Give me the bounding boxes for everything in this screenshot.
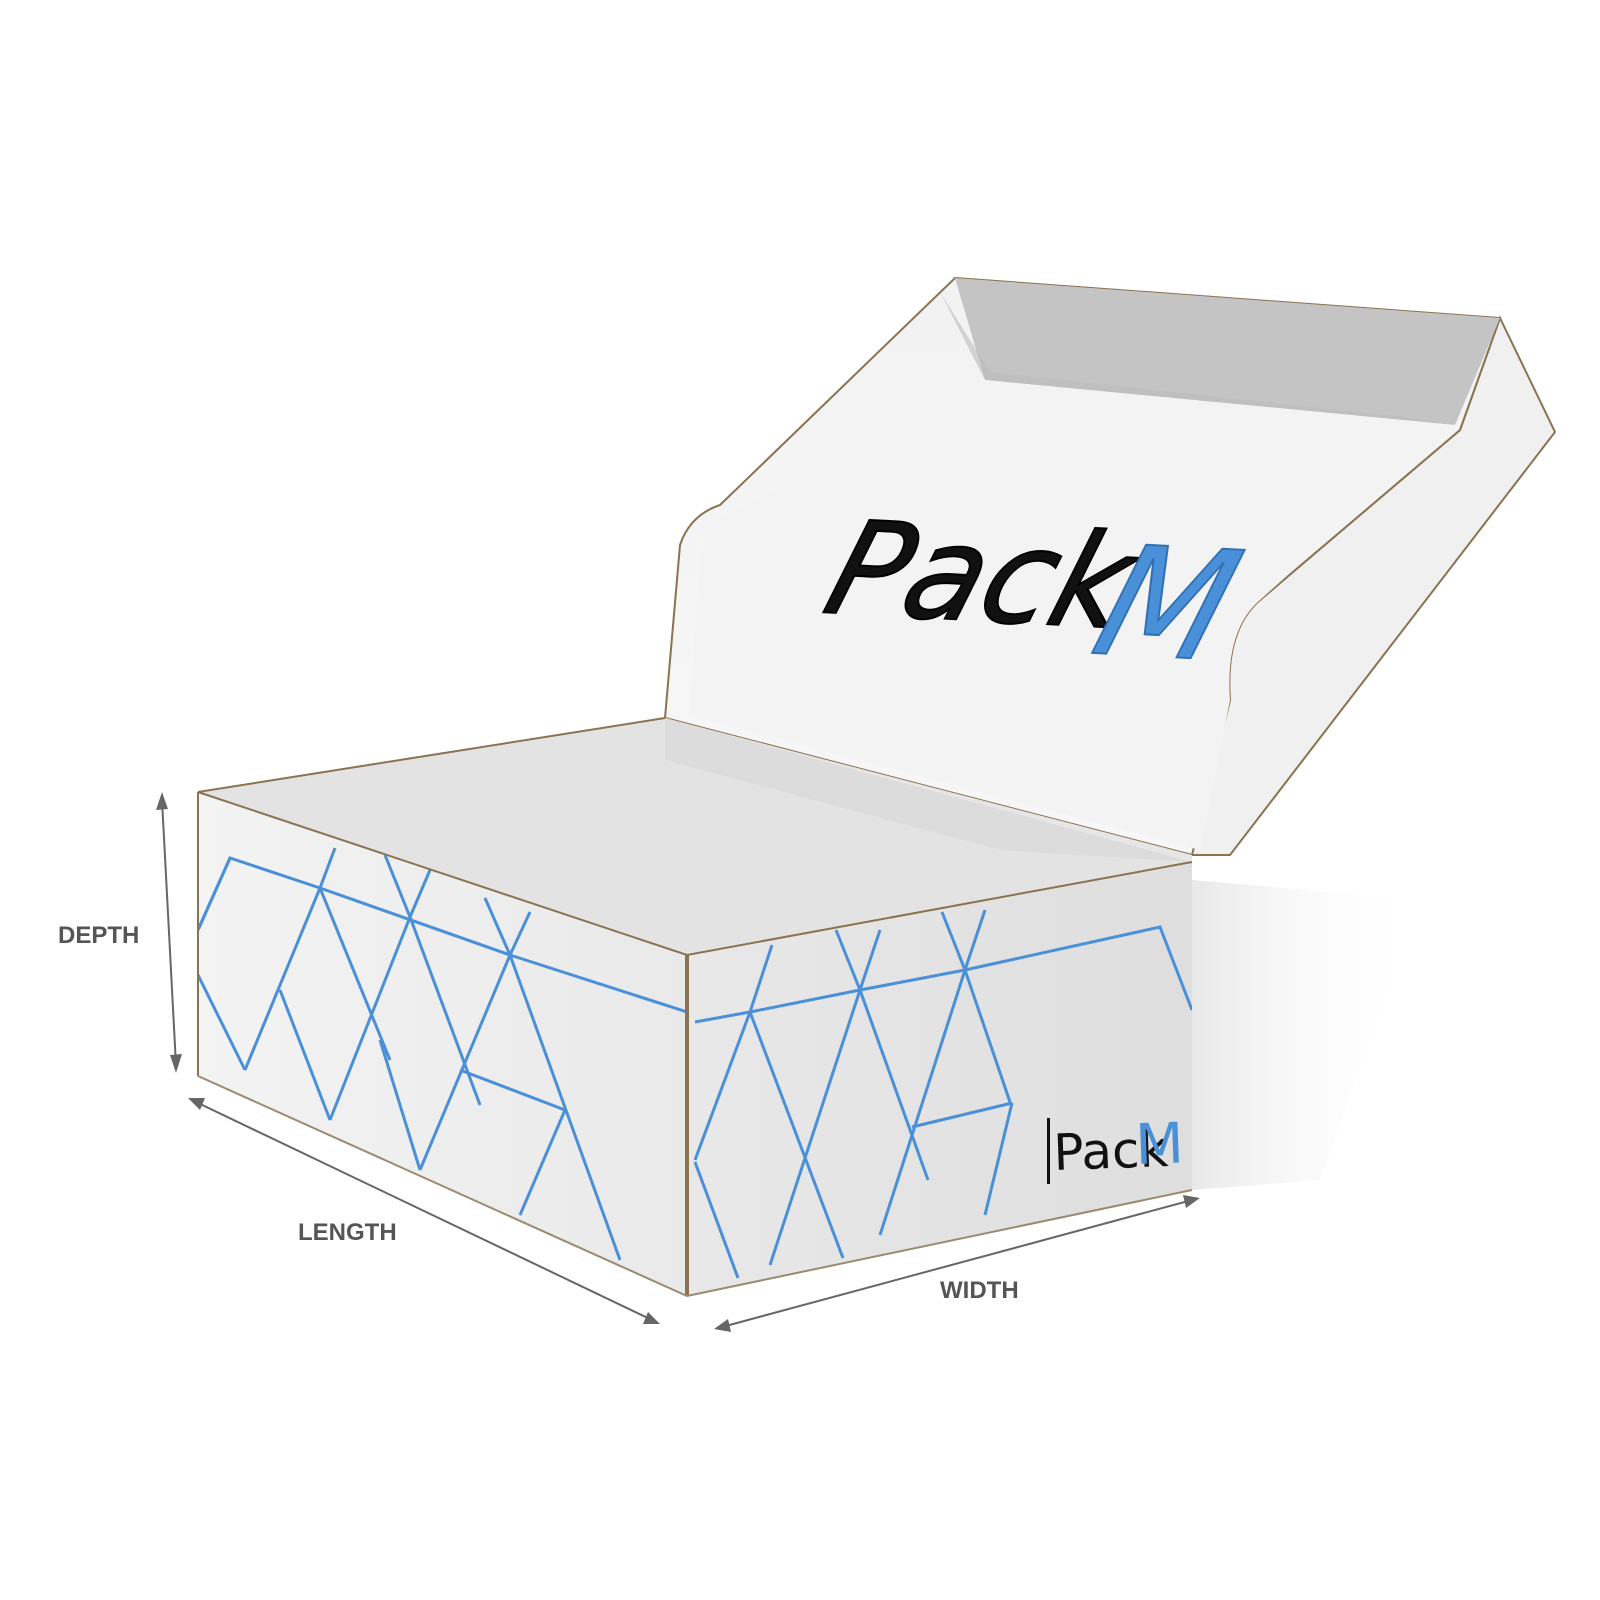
board-edges: [197, 717, 1193, 1298]
length-label: LENGTH: [298, 1219, 397, 1246]
front-logo: Pack M: [1047, 1111, 1185, 1184]
box-lid: Pack M: [663, 276, 1557, 857]
depth-arrow: [156, 792, 182, 1073]
pattern-width-face: [693, 909, 1192, 1279]
box-body: Pack M: [197, 717, 1193, 1298]
front-logo-text-m: M: [1134, 1111, 1185, 1178]
width-arrow: [714, 1195, 1200, 1332]
floor-shadow: [1192, 880, 1420, 1190]
inner-floor-shade: [665, 718, 1192, 862]
inner-floor: [198, 718, 1192, 955]
depth-label: DEPTH: [58, 922, 139, 949]
width-label: WIDTH: [940, 1277, 1019, 1304]
side-face-length: [198, 792, 687, 1296]
lid-logo-text-pack: Pack: [811, 493, 1156, 658]
side-face-width: [687, 862, 1192, 1296]
lid-top-fold-shade: [940, 292, 1455, 425]
dimension-arrows: [156, 792, 1200, 1332]
lid-print-area: [690, 380, 1455, 850]
pattern-length-face: [198, 847, 687, 1261]
length-arrow: [188, 1098, 660, 1324]
front-logo-text-pack: Pack: [1052, 1120, 1169, 1182]
